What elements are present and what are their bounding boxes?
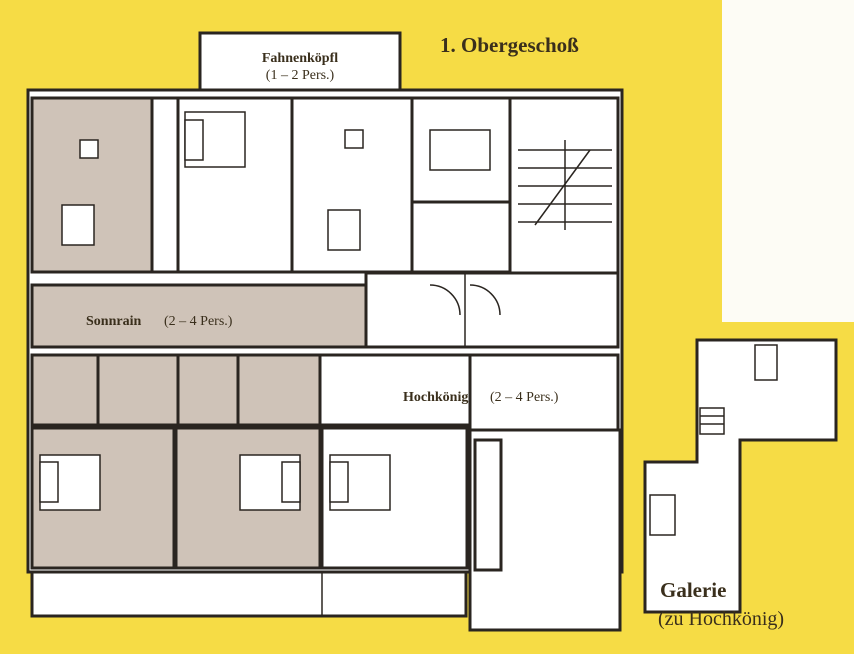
paper-margin (722, 0, 854, 322)
galerie-title: Galerie (660, 578, 726, 602)
storage-room (410, 200, 512, 274)
sonnrain-bathroom-2 (236, 353, 322, 427)
fahnenkoepfl-label-box (198, 31, 402, 92)
apartment-capacity-hochkoenig: (2 – 4 Pers.) (490, 390, 559, 405)
galerie-stairs-icon (699, 407, 725, 435)
bed-icons (39, 111, 391, 511)
galerie-note: (zu Hochkönig) (658, 608, 784, 630)
apartment-name-fahnenkoepfl: Fahnenköpfl (262, 51, 338, 66)
apartment-capacity-fahnenkoepfl: (1 – 2 Pers.) (266, 68, 335, 83)
galerie-outline (643, 338, 838, 614)
hochkoenig-entrance (318, 353, 472, 427)
balcony (30, 570, 468, 618)
kitchenette (150, 96, 180, 274)
stairs-icon (518, 140, 612, 230)
sonnrain-hall-1 (96, 353, 180, 427)
hallway (364, 271, 620, 349)
apartment-capacity-sonnrain: (2 – 4 Pers.) (164, 314, 233, 329)
sonnrain-bathroom-1 (30, 353, 100, 427)
sonnrain-living-room (30, 96, 154, 274)
door-swing (429, 284, 461, 316)
floor-title: 1. Obergeschoß (440, 33, 579, 57)
galerie-bed (754, 344, 778, 381)
hochkoenig-kitchenette (473, 438, 503, 572)
sonnrain-hall-2 (176, 353, 240, 427)
galerie-bed (649, 494, 676, 536)
hochkoenig-hall (468, 353, 620, 432)
door-swing (469, 284, 501, 316)
apartment-name-sonnrain: Sonnrain (86, 314, 141, 329)
apartment-name-hochkoenig: Hochkönig (403, 390, 468, 405)
